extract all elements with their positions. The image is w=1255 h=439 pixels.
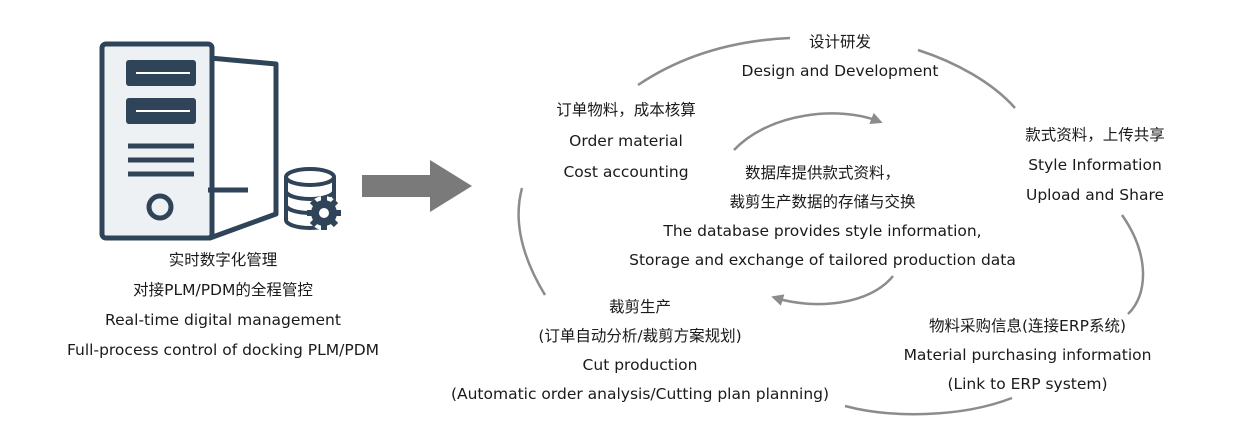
cut-production-node: 裁剪生产 (订单自动分析/裁剪方案规划) Cut production (Aut… xyxy=(425,293,855,409)
center-cn-1: 数据库提供款式资料， xyxy=(744,164,900,182)
design-development-node: 设计研发 Design and Development xyxy=(690,28,990,86)
database-gear-icon xyxy=(284,167,341,230)
caption-line-en-1: Real-time digital management xyxy=(105,311,341,329)
inner-arrow-bottom xyxy=(771,275,894,306)
cut-cn-1: 裁剪生产 xyxy=(608,298,671,316)
flow-arrow xyxy=(362,160,472,212)
design-en: Design and Development xyxy=(741,62,939,80)
database-center-node: 数据库提供款式资料， 裁剪生产数据的存储与交换 The database pro… xyxy=(600,159,1045,275)
cycle-arc-top-right xyxy=(917,48,1016,109)
design-cn: 设计研发 xyxy=(808,33,871,51)
cycle-arc-right xyxy=(1120,214,1145,315)
style-en-2: Upload and Share xyxy=(1025,186,1165,204)
order-en-2: Cost accounting xyxy=(563,163,689,181)
cycle-arc-left xyxy=(517,187,547,296)
caption-line-cn-1: 实时数字化管理 xyxy=(168,251,278,269)
gear-icon xyxy=(307,196,341,230)
order-en-1: Order material xyxy=(569,132,683,150)
outer-cycle xyxy=(517,36,1145,416)
center-en-2: Storage and exchange of tailored product… xyxy=(629,251,1016,269)
server-icon xyxy=(99,41,279,241)
material-en-2: (Link to ERP system) xyxy=(947,375,1108,393)
style-en-1: Style Information xyxy=(1028,156,1162,174)
cut-cn-2: (订单自动分析/裁剪方案规划) xyxy=(538,327,742,345)
inner-arrow-top xyxy=(733,112,883,151)
style-cn: 款式资料，上传共享 xyxy=(1025,126,1165,144)
caption-line-cn-2: 对接PLM/PDM的全程管控 xyxy=(133,281,313,299)
style-info-node: 款式资料，上传共享 Style Information Upload and S… xyxy=(985,120,1205,210)
cycle-arc-top-left xyxy=(637,36,791,87)
material-purchasing-node: 物料采购信息(连接ERP系统) Material purchasing info… xyxy=(880,312,1175,399)
center-cn-2: 裁剪生产数据的存储与交换 xyxy=(729,193,916,211)
caption-line-en-2: Full-process control of docking PLM/PDM xyxy=(66,341,380,359)
material-en-1: Material purchasing information xyxy=(903,346,1152,364)
center-en-1: The database provides style information, xyxy=(663,222,982,240)
cut-en-1: Cut production xyxy=(582,356,698,374)
order-cost-node: 订单物料，成本核算 Order material Cost accounting xyxy=(526,95,726,188)
cycle-arc-bottom xyxy=(844,396,1013,416)
material-cn: 物料采购信息(连接ERP系统) xyxy=(928,317,1126,335)
order-cn: 订单物料，成本核算 xyxy=(556,101,696,119)
server-caption: 实时数字化管理 对接PLM/PDM的全程管控 Real-time digital… xyxy=(18,245,428,365)
cut-en-2: (Automatic order analysis/Cutting plan p… xyxy=(450,385,830,403)
